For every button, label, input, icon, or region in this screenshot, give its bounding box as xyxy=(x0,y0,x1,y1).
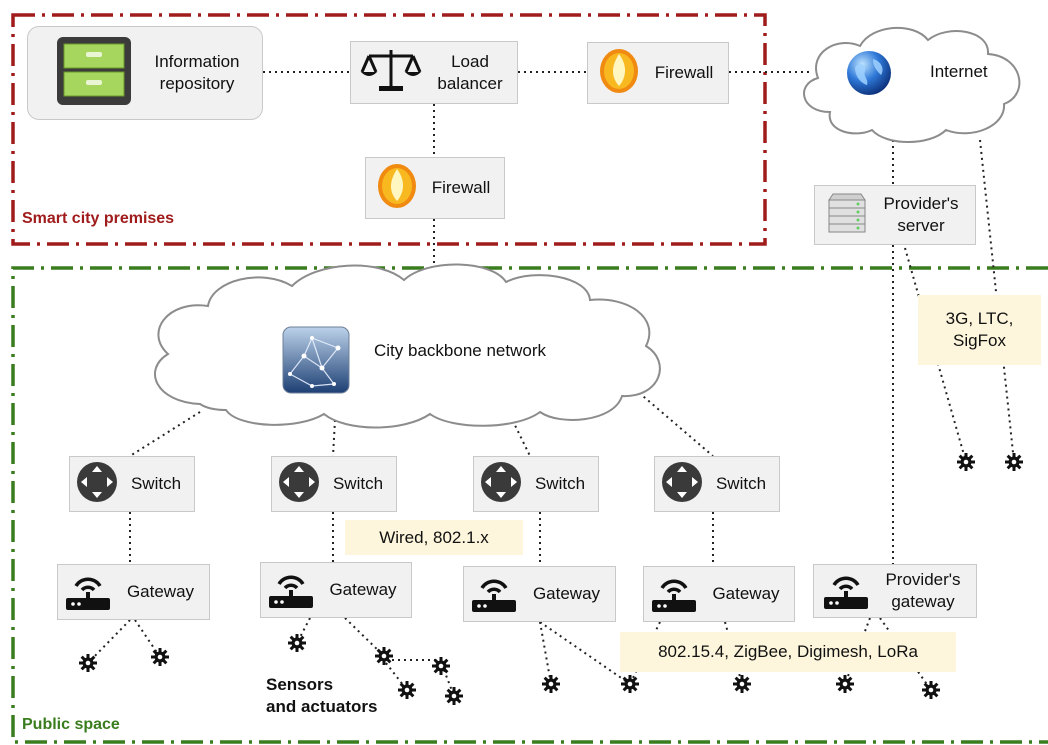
router-icon xyxy=(470,570,518,619)
internet-label: Internet xyxy=(930,62,988,81)
gateway-2-label: Gateway xyxy=(329,580,397,599)
switch-3[interactable]: Switch xyxy=(473,456,599,512)
sensor-icon xyxy=(733,675,751,693)
switch-4-label: Switch xyxy=(715,474,767,493)
sensor-icon xyxy=(288,634,306,652)
wireless-note: 802.15.4, ZigBee, Digimesh, LoRa xyxy=(620,632,956,672)
switch-3-label: Switch xyxy=(534,474,586,493)
smart-city-premises-zone xyxy=(11,13,767,246)
link-backbone-sw1 xyxy=(129,411,201,457)
provider-gateway-label-1: Provider's xyxy=(885,570,961,589)
provider-server[interactable]: Provider's server xyxy=(814,185,976,245)
switch-4[interactable]: Switch xyxy=(654,456,780,512)
link-gw3-dev2 xyxy=(539,621,631,685)
router-icon xyxy=(650,570,698,619)
firewall-top-label: Firewall xyxy=(654,63,714,82)
provider-server-label-1: Provider's xyxy=(883,194,959,213)
sensors-label-2: and actuators xyxy=(266,697,378,716)
public-space-zone xyxy=(11,266,1048,744)
provider-gateway[interactable]: Provider's gateway xyxy=(813,564,977,618)
sensor-icon xyxy=(836,675,854,693)
link-gw1-dev1 xyxy=(87,619,131,664)
sensor-icon xyxy=(445,687,463,705)
link-backbone-sw4 xyxy=(629,384,714,457)
provider-gateway-label-2: gateway xyxy=(891,592,955,611)
sensor-icon xyxy=(398,681,416,699)
router-icon xyxy=(822,567,870,616)
repository-label-1: Information xyxy=(154,52,240,71)
sensor-icon xyxy=(375,647,393,665)
sensor-icon xyxy=(922,681,940,699)
sensors-label-1: Sensors xyxy=(266,675,334,694)
load-balancer-label-1: Load xyxy=(451,51,489,71)
link-server-sensor xyxy=(904,247,967,463)
firewall-mid-label: Firewall xyxy=(431,178,491,197)
sensor-icon xyxy=(79,654,97,672)
cellular-note-1: 3G, LTC, xyxy=(945,309,1014,328)
router-icon xyxy=(64,568,112,617)
sensor-icon xyxy=(542,675,560,693)
gateway-4[interactable]: Gateway xyxy=(643,566,795,622)
backbone-cloud xyxy=(154,263,661,429)
wired-note: Wired, 802.1.x xyxy=(345,520,523,555)
firewall-mid[interactable]: Firewall xyxy=(365,157,505,219)
link-backbone-sw2 xyxy=(332,419,336,457)
gateway-1-label: Gateway xyxy=(126,582,195,601)
backbone-label: City backbone network xyxy=(374,341,546,360)
link-pgw-dev2 xyxy=(879,617,932,691)
information-repository[interactable]: Information repository xyxy=(27,26,263,120)
switch-icon xyxy=(480,461,522,508)
load-balancer-label-2: balancer xyxy=(437,73,503,93)
switch-icon xyxy=(76,461,118,508)
switch-icon xyxy=(278,461,320,508)
load-balancer[interactable]: Load balancer xyxy=(350,41,518,104)
switch-icon xyxy=(661,461,703,508)
flame-icon xyxy=(598,48,640,99)
sensor-icon xyxy=(1005,453,1023,471)
sensor-icon xyxy=(432,657,450,675)
gateway-3[interactable]: Gateway xyxy=(463,566,616,622)
provider-server-label-2: server xyxy=(897,216,945,235)
file-cabinet-icon xyxy=(56,36,132,111)
gateway-3-label: Gateway xyxy=(532,584,601,603)
public-zone-label: Public space xyxy=(22,716,120,733)
cellular-note: 3G, LTC, SigFox xyxy=(918,295,1041,365)
premises-zone-label: Smart city premises xyxy=(22,210,175,227)
scales-icon xyxy=(359,46,423,99)
sensor-icon xyxy=(957,453,975,471)
firewall-top[interactable]: Firewall xyxy=(587,42,729,104)
sensor-icon xyxy=(621,675,639,693)
globe-icon xyxy=(845,49,893,102)
link-gw3-dev1 xyxy=(539,621,552,685)
cellular-note-2: SigFox xyxy=(953,331,1006,350)
internet-cloud xyxy=(803,27,1021,143)
sensors-label: Sensors and actuators xyxy=(266,674,377,718)
switch-2[interactable]: Switch xyxy=(271,456,397,512)
link-dev-dev-3 xyxy=(443,669,455,697)
switch-1-label: Switch xyxy=(130,474,182,493)
switch-2-label: Switch xyxy=(332,474,384,493)
gateway-4-label: Gateway xyxy=(712,584,780,603)
flame-icon xyxy=(376,163,418,214)
switch-1[interactable]: Switch xyxy=(69,456,195,512)
repository-label-2: repository xyxy=(159,74,235,93)
router-icon xyxy=(267,566,315,615)
sensor-icon xyxy=(151,648,169,666)
gateway-1[interactable]: Gateway xyxy=(57,564,210,620)
server-icon xyxy=(827,190,867,241)
network-icon xyxy=(282,326,350,399)
gateway-2[interactable]: Gateway xyxy=(260,562,412,618)
